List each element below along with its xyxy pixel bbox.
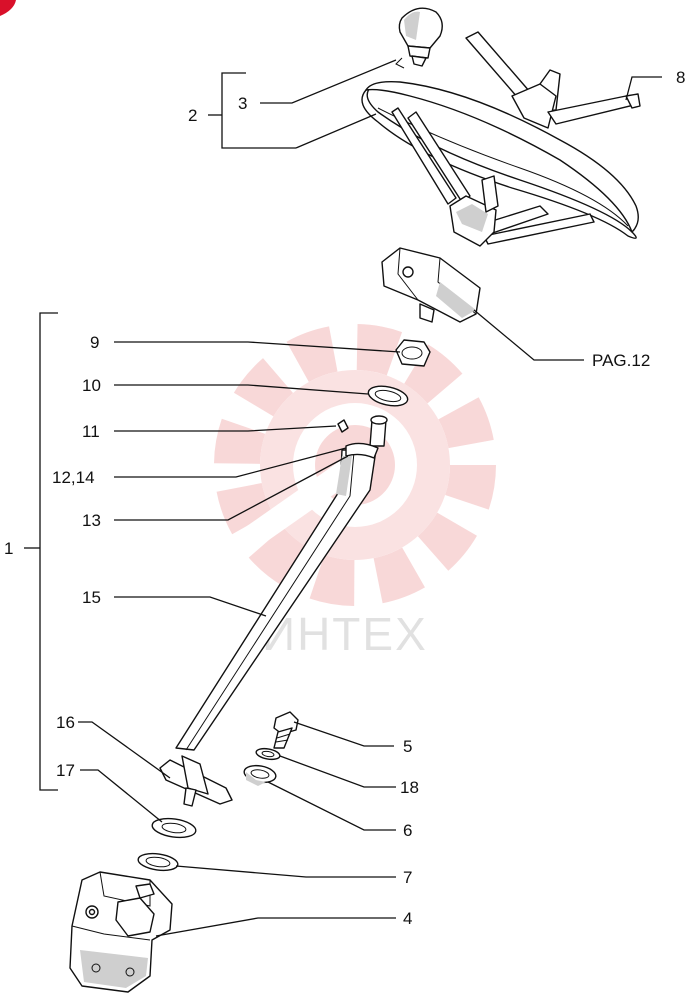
- label-2: 2: [188, 106, 197, 125]
- label-10: 10: [82, 376, 101, 395]
- part-nut: [395, 339, 431, 367]
- label-11: 11: [82, 422, 100, 441]
- label-17: 17: [56, 761, 75, 780]
- label-4: 4: [403, 909, 412, 928]
- assembly-bracket-1: [24, 312, 58, 791]
- part-steering-unit: [69, 871, 173, 993]
- part-knob: [395, 7, 443, 69]
- label-12-14: 12,14: [52, 468, 95, 487]
- part-lock-washer: [243, 764, 277, 786]
- part-washer-large: [151, 817, 197, 839]
- label-15: 15: [82, 588, 101, 607]
- callout-labels: 1 2 3 4 5 6 7 8 9 10 11 12,14 13 15 16 1…: [4, 68, 685, 928]
- label-13: 13: [82, 511, 101, 530]
- label-16: 16: [56, 713, 75, 732]
- part-switch-block: [381, 247, 481, 323]
- part-shim: [137, 852, 179, 872]
- part-steering-column: [159, 415, 388, 807]
- label-3: 3: [238, 94, 247, 113]
- label-pag-12: PAG.12: [592, 351, 650, 370]
- label-18: 18: [400, 778, 419, 797]
- label-1: 1: [4, 539, 13, 558]
- label-5: 5: [403, 737, 412, 756]
- label-9: 9: [90, 333, 99, 352]
- assembly-bracket-2: [208, 72, 296, 149]
- leader-lines: [78, 59, 662, 937]
- part-washer-top: [367, 385, 409, 407]
- label-7: 7: [403, 868, 412, 887]
- label-6: 6: [403, 821, 412, 840]
- part-steering-wheel: [361, 80, 639, 247]
- corner-mark: [0, 0, 16, 16]
- watermark-brand-text: ИНТЕХ: [262, 608, 428, 660]
- part-spinner-handle: [465, 31, 641, 129]
- label-8: 8: [676, 68, 685, 87]
- part-key: [337, 419, 349, 433]
- part-washer-small: [255, 747, 281, 761]
- part-bolt: [273, 711, 299, 749]
